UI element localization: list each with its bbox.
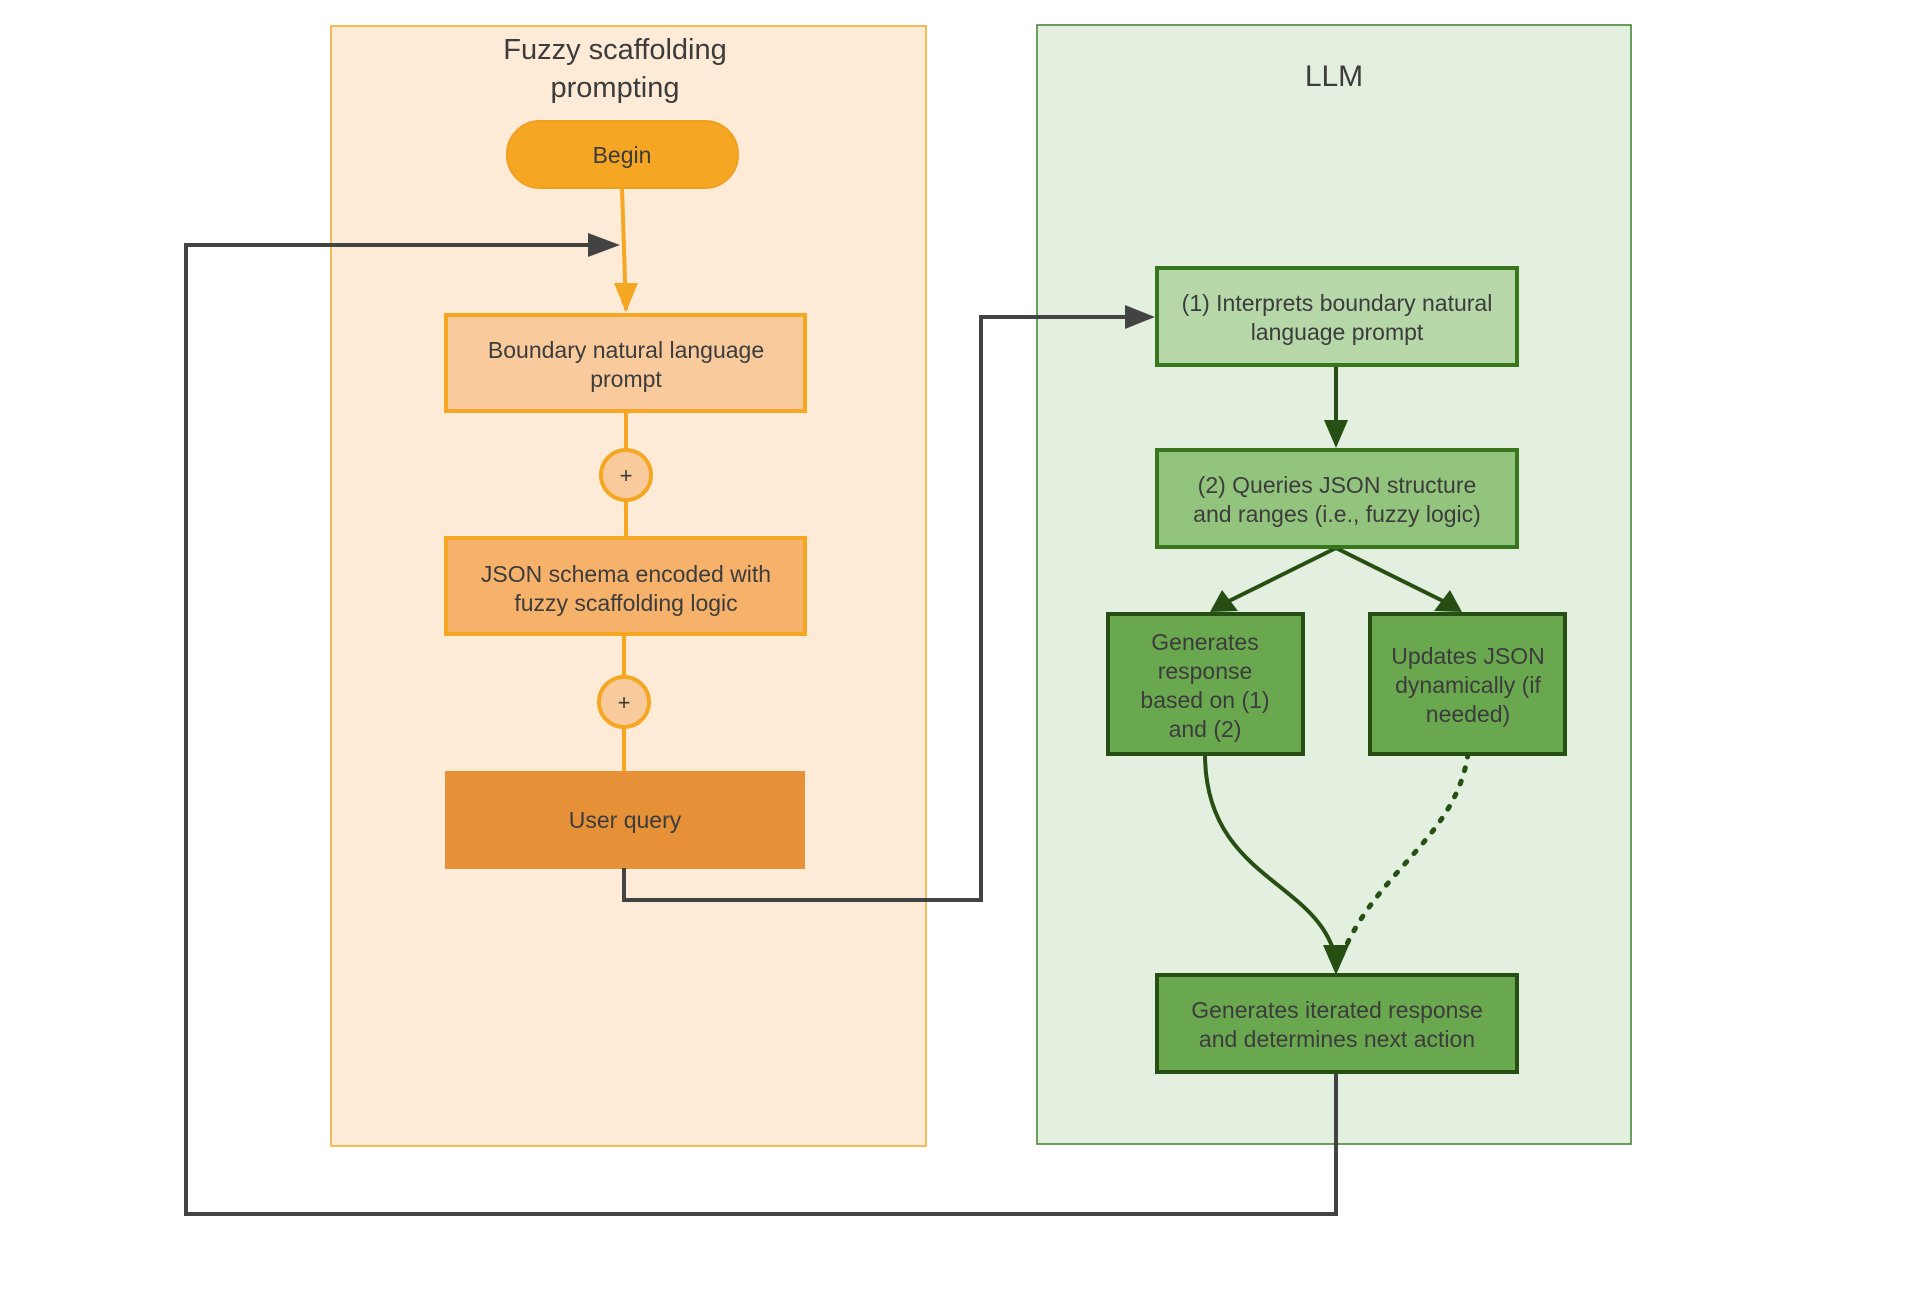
interprets-arrowhead [1125, 305, 1155, 329]
begin-arrowhead [614, 283, 638, 312]
generates-response-node [1106, 612, 1305, 756]
queries-to-generates-line [1224, 546, 1337, 605]
iterated-response-line2: and determines next action [1199, 1026, 1475, 1052]
generates-response-line1: Generates [1151, 629, 1258, 655]
user-query-node [445, 771, 805, 869]
generates-response-line4: and (2) [1169, 716, 1242, 742]
iterated-response-line1: Generates iterated response [1191, 997, 1483, 1023]
query-to-interprets-connector [622, 311, 1150, 902]
feedback-arrowhead [588, 233, 620, 257]
interprets-node [1155, 266, 1519, 367]
begin-node [506, 120, 739, 189]
generates-response-line2: response [1158, 658, 1253, 684]
llm-panel-title: LLM [1305, 60, 1363, 93]
queries-node [1155, 448, 1519, 549]
plus-junction-2 [597, 675, 651, 729]
boundary-prompt-line1: Boundary natural language [488, 337, 764, 363]
queries-line1: (2) Queries JSON structure [1198, 472, 1477, 498]
feedback-loop-connector [184, 243, 1338, 1216]
json-schema-line1: JSON schema encoded with [481, 561, 771, 587]
fuzzy-panel-title-line2: prompting [551, 72, 680, 104]
plus-junction-2-label: + [618, 690, 631, 715]
interprets-line2: language prompt [1251, 319, 1424, 345]
updates-json-line3: needed) [1426, 701, 1510, 727]
iterated-response-node [1155, 973, 1519, 1074]
updates-json-line1: Updates JSON [1391, 643, 1544, 669]
json-schema-line2: fuzzy scaffolding logic [514, 590, 737, 616]
json-schema-node [444, 536, 807, 636]
queries-arrowhead [1324, 420, 1348, 448]
plus-junction-1-label: + [620, 463, 633, 488]
plus-junction-1 [599, 448, 653, 502]
updates-to-iterated-dotted [1337, 751, 1471, 963]
updates-json-line2: dynamically (if [1395, 672, 1541, 698]
generates-response-line3: based on (1) [1140, 687, 1269, 713]
boundary-prompt-line2: prompt [590, 366, 662, 392]
interprets-line1: (1) Interprets boundary natural [1182, 290, 1493, 316]
begin-label: Begin [593, 142, 652, 168]
fuzzy-panel-title-line1: Fuzzy scaffolding [503, 34, 727, 66]
generates-to-iterated-curve [1203, 753, 1338, 961]
updates-json-node [1368, 612, 1567, 756]
user-query-label: User query [569, 807, 682, 833]
queries-line2: and ranges (i.e., fuzzy logic) [1193, 501, 1481, 527]
updates-arrowhead [1434, 590, 1462, 612]
queries-to-updates-line [1335, 546, 1448, 605]
boundary-prompt-node [444, 313, 807, 413]
generates-arrowhead [1210, 590, 1238, 612]
